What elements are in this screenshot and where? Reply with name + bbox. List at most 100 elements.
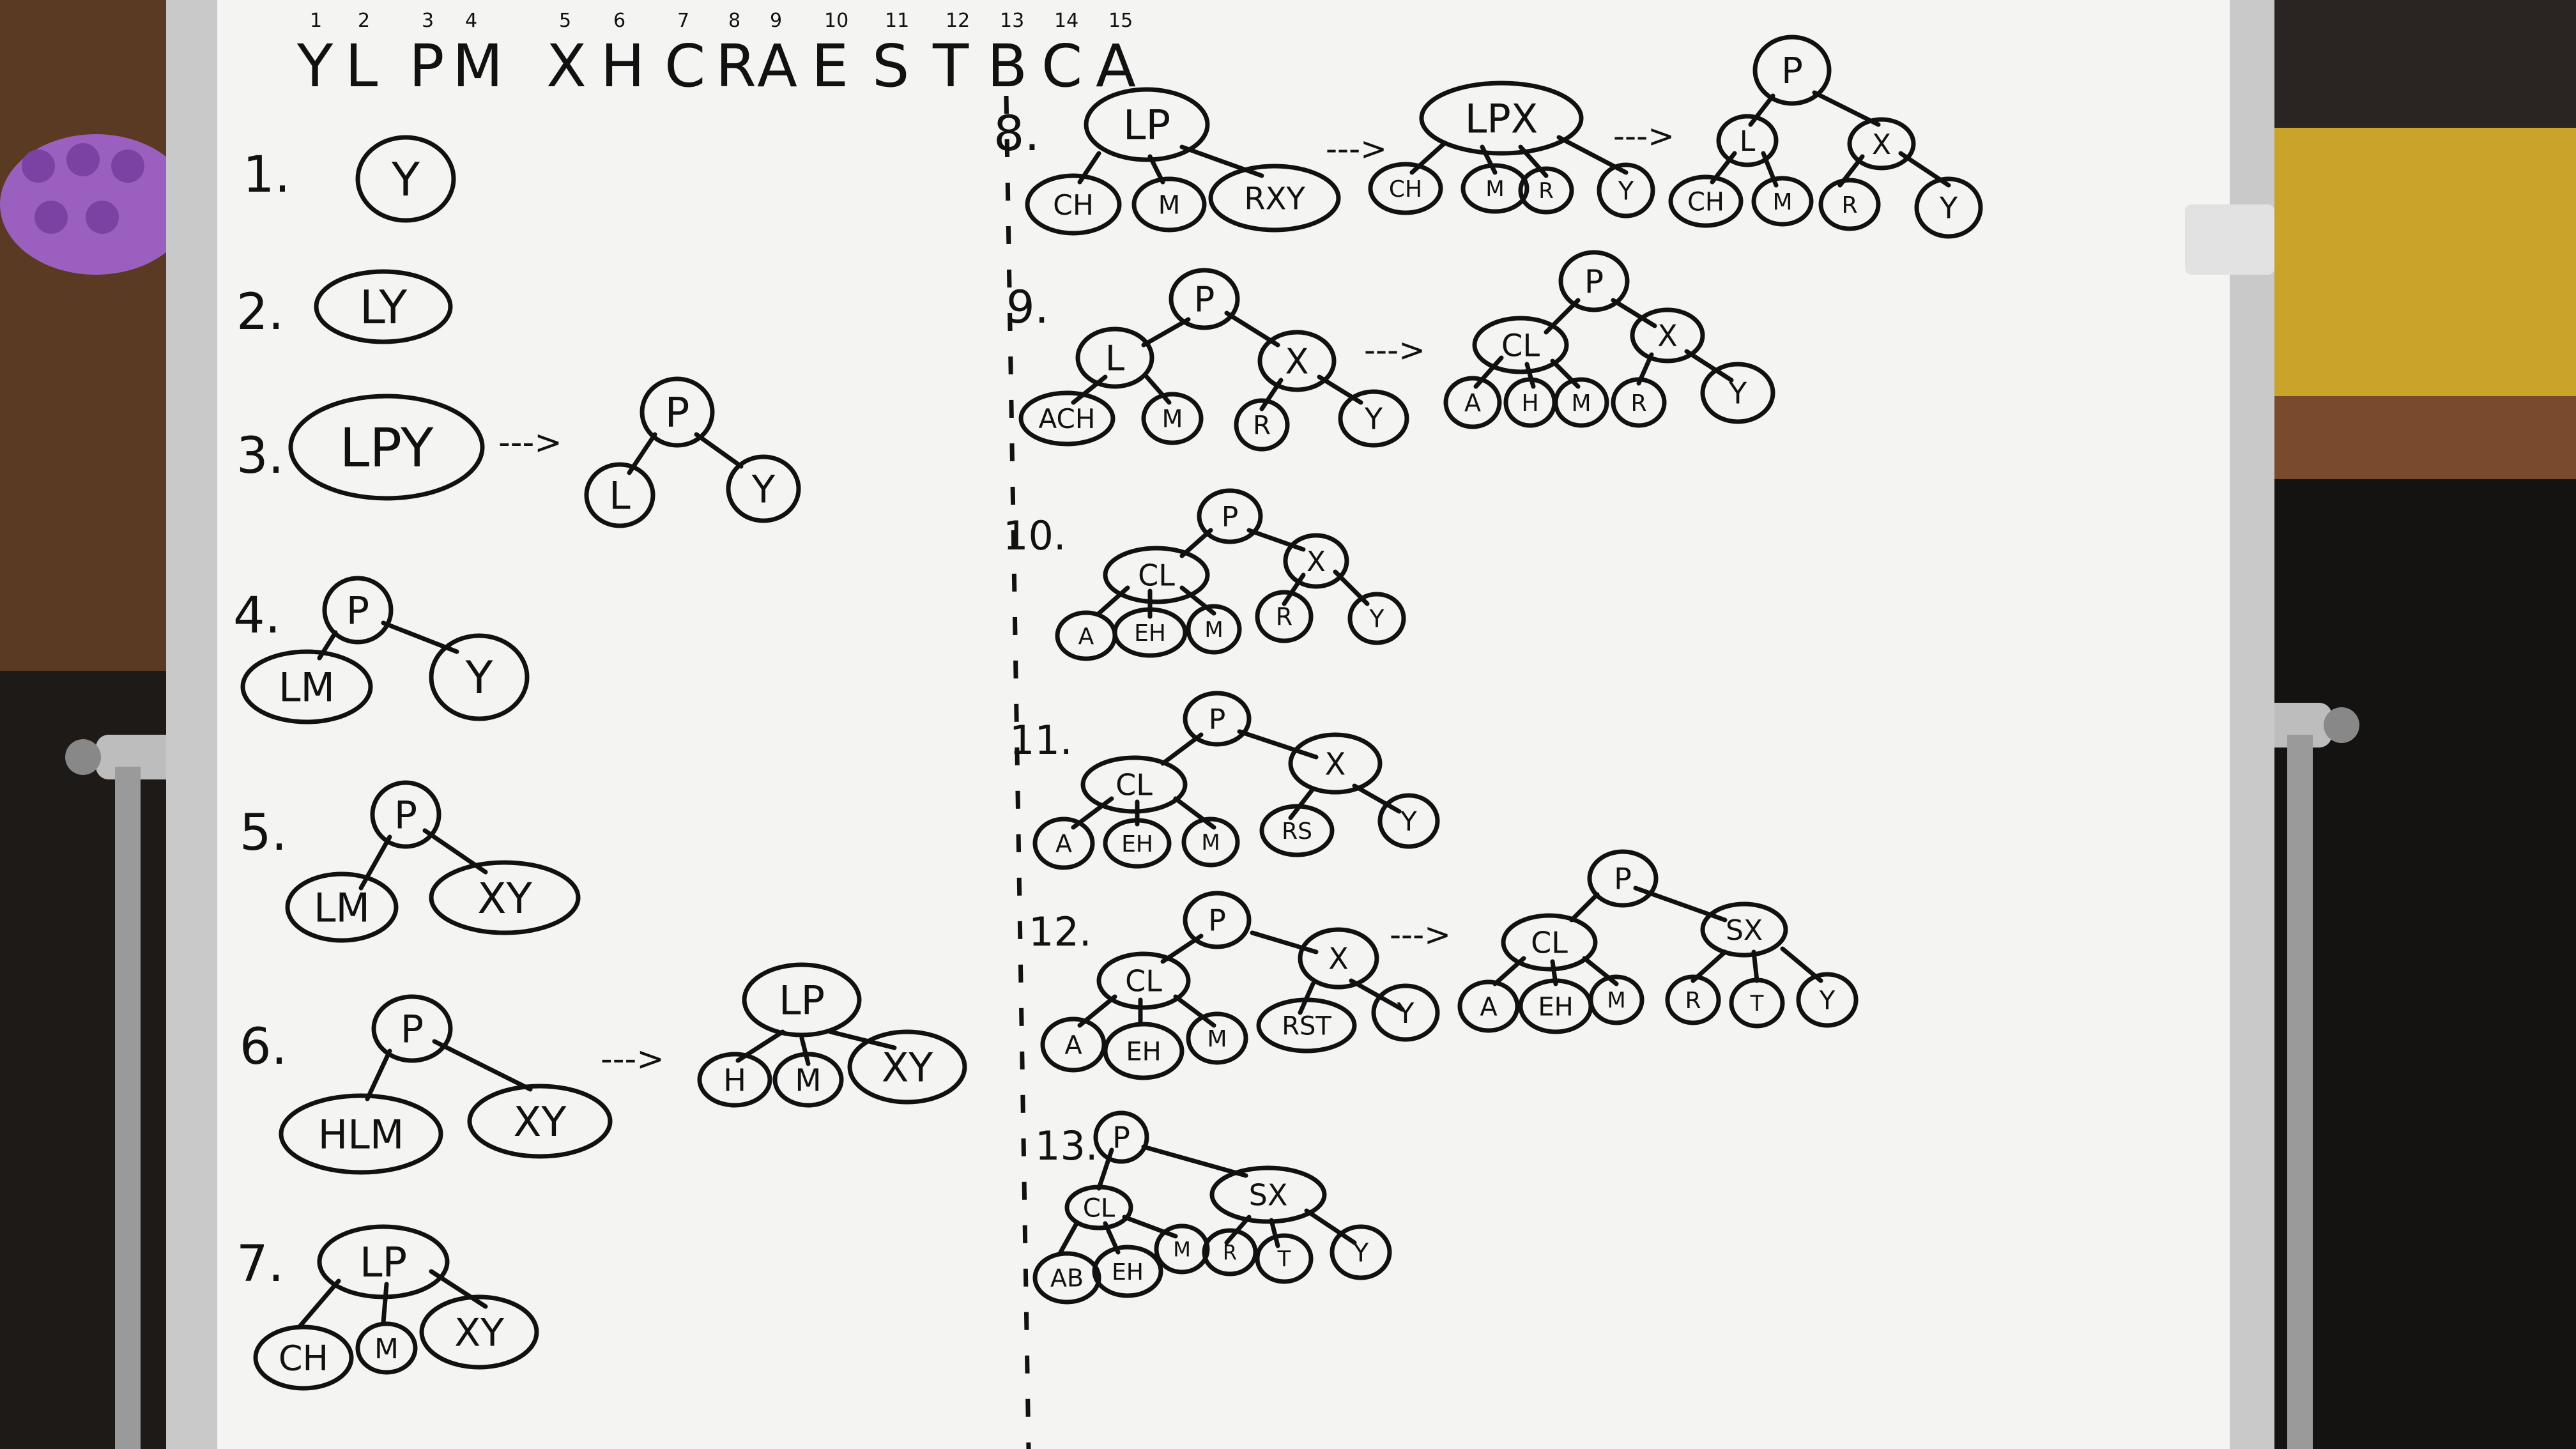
tree-node: Y	[1330, 1224, 1392, 1280]
node-label: R	[1538, 178, 1554, 204]
node-label: R	[1223, 1241, 1237, 1265]
node-outline	[1103, 546, 1210, 604]
node-outline	[1796, 972, 1859, 1028]
node-outline	[1181, 816, 1240, 868]
tree-node: R	[1818, 178, 1881, 231]
node-outline	[429, 860, 581, 935]
sequence-letter: R	[716, 32, 756, 100]
node-label: X	[1325, 746, 1346, 782]
arrow-step-6: --->	[601, 1040, 664, 1078]
sequence-index: 13	[1000, 10, 1024, 32]
tree-node: Y	[726, 454, 801, 523]
node-outline	[1032, 1251, 1101, 1305]
tree-node: X	[1298, 927, 1379, 990]
tree-node: ACH	[1018, 390, 1116, 447]
node-label: X	[1285, 341, 1309, 381]
node-label: Y	[1728, 376, 1747, 411]
sequence-letter: L	[345, 32, 378, 100]
node-outline	[1338, 389, 1409, 448]
node-outline	[1668, 174, 1744, 228]
node-outline	[1700, 362, 1775, 424]
node-label: CH	[1687, 187, 1724, 217]
step-label-10: 10.	[1003, 512, 1066, 559]
sequence-letter: S	[872, 32, 909, 100]
node-outline	[1587, 849, 1659, 908]
tree-node: M	[1154, 1223, 1210, 1275]
node-label: M	[1571, 390, 1591, 417]
node-outline	[419, 1294, 539, 1370]
node-label: H	[1521, 390, 1538, 417]
tree-node: P	[322, 576, 394, 645]
tree-node: M	[355, 1321, 418, 1375]
node-outline	[1914, 176, 1983, 239]
node-outline	[1457, 979, 1520, 1033]
node-outline	[1103, 1022, 1184, 1080]
tree-node: CH	[1668, 174, 1744, 228]
node-label: X	[1872, 128, 1891, 161]
tree-node: Y	[1347, 592, 1406, 645]
tree-node: LM	[240, 649, 373, 724]
tree-node: R	[1665, 974, 1721, 1025]
tree-node: CL	[1103, 546, 1210, 604]
node-outline	[1084, 87, 1210, 162]
tree-node: X	[1257, 330, 1337, 392]
tree-node: EH	[1092, 1245, 1163, 1298]
node-label: AB	[1050, 1264, 1084, 1292]
node-outline	[1330, 1224, 1392, 1280]
tree-node: R	[1255, 590, 1314, 643]
tree-node: XY	[429, 860, 581, 935]
tree-node: LY	[314, 269, 453, 344]
tree-node: P	[371, 994, 453, 1063]
tree-node: M	[1131, 176, 1207, 233]
node-outline	[1092, 1245, 1163, 1298]
node-label: LM	[279, 664, 335, 710]
tree-node: P	[1169, 268, 1240, 330]
node-label: M	[1207, 1026, 1227, 1052]
tree-node: RST	[1256, 997, 1357, 1054]
sequence-index: 7	[677, 10, 689, 32]
center-divider-line	[1004, 95, 1031, 1449]
node-outline	[322, 576, 394, 645]
tree-node: P	[1183, 691, 1252, 747]
tree-node: LP	[1084, 87, 1210, 162]
sequence-index: 14	[1054, 10, 1078, 32]
node-label: XY	[454, 1311, 504, 1356]
node-label: M	[1607, 988, 1625, 1013]
node-label: CL	[1501, 328, 1540, 364]
node-label: M	[1204, 617, 1223, 643]
sequence-index: 5	[559, 10, 571, 32]
node-label: A	[1055, 830, 1072, 858]
tree-node: M	[1141, 392, 1204, 445]
node-label: XY	[514, 1099, 567, 1146]
sequence-index: 2	[358, 10, 370, 32]
step-label-12: 12.	[1029, 908, 1092, 955]
node-outline	[1183, 691, 1252, 747]
tree-node: SX	[1700, 901, 1788, 958]
node-label: P	[1208, 903, 1226, 938]
node-label: CL	[1531, 926, 1568, 960]
node-outline	[1197, 488, 1263, 544]
node-label: R	[1630, 390, 1646, 417]
node-outline	[1259, 804, 1335, 857]
sequence-letter: Y	[296, 32, 334, 100]
node-label: CL	[1138, 558, 1175, 593]
node-label: Y	[465, 652, 493, 704]
node-outline	[285, 871, 399, 943]
node-label: Y	[1368, 605, 1384, 633]
node-outline	[1080, 755, 1188, 814]
step-label-3: 3.	[236, 427, 284, 485]
step-label-5: 5.	[240, 804, 287, 862]
tree-node: CH	[253, 1324, 354, 1391]
tree-node: R	[1234, 398, 1290, 452]
tree-node: P	[1093, 1110, 1149, 1164]
node-outline	[1716, 114, 1779, 167]
node-label: CL	[1125, 964, 1162, 999]
node-outline	[1112, 607, 1188, 658]
node-label: A	[1078, 624, 1094, 650]
node-label: M	[1485, 176, 1504, 202]
node-outline	[1443, 376, 1502, 429]
step-label-13: 13.	[1035, 1123, 1098, 1169]
node-label: A	[1064, 1031, 1082, 1060]
